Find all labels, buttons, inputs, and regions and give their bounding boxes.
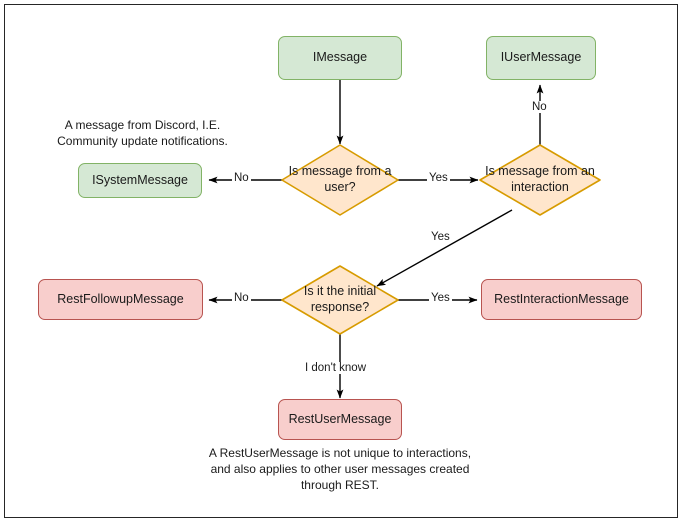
node-isystemmessage[interactable]: ISystemMessage [78,163,202,198]
node-restinteractionmessage[interactable]: RestInteractionMessage [481,279,642,320]
node-restfollowupmessage[interactable]: RestFollowupMessage [38,279,203,320]
diamond-shape-is-initial-response [281,265,399,335]
diagram-frame [4,4,678,518]
node-iusermessage[interactable]: IUserMessage [486,36,596,80]
node-restusermessage-label: RestUserMessage [288,411,392,426]
diamond-shape-is-message-from-interaction [479,144,601,216]
edge-label-interaction-no: No [530,101,549,113]
node-is-initial-response[interactable]: Is it the initial response? [281,265,399,335]
edge-label-initial-yes: Yes [429,292,452,304]
node-imessage-label: IMessage [312,50,368,65]
node-is-message-from-interaction[interactable]: Is message from an interaction [479,144,601,216]
edge-label-initial-unknown: I don't know [303,362,369,374]
node-is-initial-response-label: Is it the initial response? [303,284,377,314]
node-is-message-from-user[interactable]: Is message from a user? [281,144,399,216]
node-is-message-from-user-label: Is message from a user? [288,164,392,194]
node-iusermessage-label: IUserMessage [500,50,582,65]
edge-label-initial-no: No [232,292,251,304]
edge-label-user-yes: Yes [427,172,450,184]
node-restfollowupmessage-label: RestFollowupMessage [57,291,184,306]
node-is-message-from-interaction-label: Is message from an interaction [485,164,595,194]
diamond-shape-is-message-from-user [281,144,399,216]
edge-label-user-no: No [232,172,251,184]
node-imessage[interactable]: IMessage [278,36,402,80]
node-isystemmessage-label: ISystemMessage [92,172,188,187]
note-system-message: A message from Discord, I.E. Community u… [57,118,228,148]
node-restusermessage[interactable]: RestUserMessage [278,399,402,440]
node-restinteractionmessage-label: RestInteractionMessage [494,291,629,306]
note-rest-user-message: A RestUserMessage is not unique to inter… [208,446,472,492]
edge-label-interaction-yes: Yes [429,231,452,243]
